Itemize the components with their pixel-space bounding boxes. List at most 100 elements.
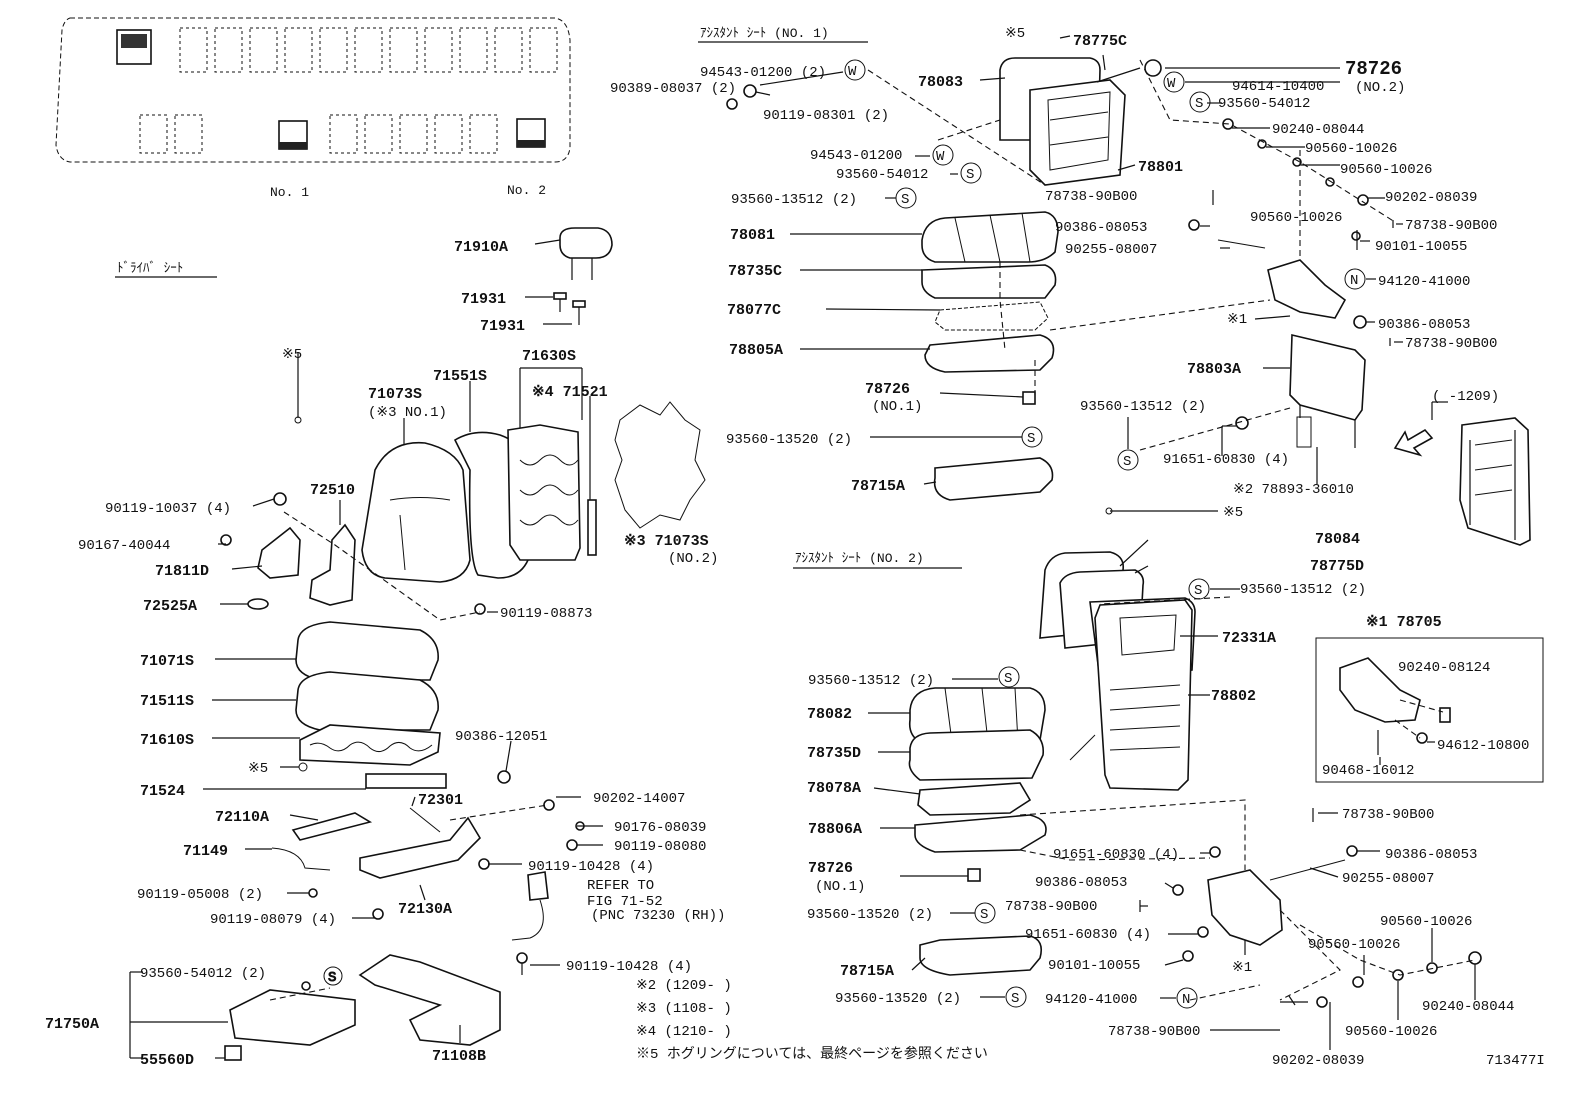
label-91651-60830-no2b: 91651-60830 (4) bbox=[1025, 927, 1151, 943]
label-71149: 71149 bbox=[183, 843, 228, 860]
label-93560-13520-no2: 93560-13520 (2) bbox=[807, 907, 933, 923]
label-78735D: 78735D bbox=[807, 745, 861, 762]
label-refer-pnc: (PNC 73230 (RH)) bbox=[591, 908, 725, 924]
label-72525A: 72525A bbox=[143, 598, 197, 615]
driver-seat-labels: 71910A 71931 71931 ※5 71630S 71551S 7107… bbox=[45, 239, 725, 1069]
label-71910A: 71910A bbox=[454, 239, 508, 256]
label-94612-10800: 94612-10800 bbox=[1437, 738, 1529, 754]
label-78726-no1: 78726 bbox=[865, 381, 910, 398]
label-78802: 78802 bbox=[1211, 688, 1256, 705]
diagram-id: 713477I bbox=[1486, 1053, 1545, 1069]
label-93560-13512-no2b: 93560-13512 (2) bbox=[808, 673, 934, 689]
label-93560-13512-no2: 93560-13512 (2) bbox=[1240, 582, 1366, 598]
label-71108B: 71108B bbox=[432, 1048, 486, 1065]
label-90202-08039-no1: 90202-08039 bbox=[1385, 190, 1477, 206]
label-90560-10026-b: 90560-10026 bbox=[1340, 162, 1432, 178]
label-90468-16012: 90468-16012 bbox=[1322, 763, 1414, 779]
label-94543-01200-2: 94543-01200 (2) bbox=[700, 65, 826, 81]
label-90101-10055-no2: 90101-10055 bbox=[1048, 958, 1140, 974]
label-78775D: 78775D bbox=[1310, 558, 1364, 575]
footnotes: ※2 (1209- ) ※3 (1108- ) ※4 (1210- ) ※5 ホ… bbox=[636, 978, 988, 1063]
label-72510: 72510 bbox=[310, 482, 355, 499]
label-90386-08053-b: 90386-08053 bbox=[1378, 317, 1470, 333]
note-4: ※4 (1210- ) bbox=[636, 1024, 732, 1040]
label-90240-08124: 90240-08124 bbox=[1398, 660, 1490, 676]
label-90560-10026-no2a: 90560-10026 bbox=[1380, 914, 1472, 930]
svg-text:W: W bbox=[848, 64, 857, 80]
label-note5-top: ※5 bbox=[282, 347, 302, 363]
label-93560-13520-no1: 93560-13520 (2) bbox=[726, 432, 852, 448]
label-78806A: 78806A bbox=[808, 821, 862, 838]
label-93560-54012-driver: 93560-54012 (2) bbox=[140, 966, 266, 982]
svg-text:N: N bbox=[1182, 992, 1190, 1008]
label-91651-60830-no2a: 91651-60830 (4) bbox=[1053, 847, 1179, 863]
label-90560-10026-no2c: 90560-10026 bbox=[1345, 1024, 1437, 1040]
label-72130A: 72130A bbox=[398, 901, 452, 918]
label-71750A: 71750A bbox=[45, 1016, 99, 1033]
label-78801: 78801 bbox=[1138, 159, 1183, 176]
label-78738-90B00-no2c: 78738-90B00 bbox=[1342, 807, 1434, 823]
svg-text:S: S bbox=[1004, 671, 1012, 687]
svg-text:S: S bbox=[901, 192, 909, 208]
label-71073S-no2: ※3 71073S bbox=[624, 533, 709, 550]
note-2: ※2 (1209- ) bbox=[636, 978, 732, 994]
label-94120-41000-no2: 94120-41000 bbox=[1045, 992, 1137, 1008]
note-3: ※3 (1108- ) bbox=[636, 1001, 732, 1017]
label-78803A: 78803A bbox=[1187, 361, 1241, 378]
label-93560-54012-no1: 93560-54012 bbox=[836, 167, 928, 183]
label-72110A: 72110A bbox=[215, 809, 269, 826]
svg-text:N: N bbox=[1350, 273, 1358, 289]
label-71511S: 71511S bbox=[140, 693, 194, 710]
label-78738-90B00-a: 78738-90B00 bbox=[1045, 189, 1137, 205]
label-93560-13512-b: 93560-13512 (2) bbox=[1080, 399, 1206, 415]
note-5: ※5 ホグリングについては、最終ページを参照ください bbox=[636, 1045, 988, 1063]
label-90119-08873: 90119-08873 bbox=[500, 606, 592, 622]
label-90119-10037: 90119-10037 (4) bbox=[105, 501, 231, 517]
svg-text:S: S bbox=[980, 907, 988, 923]
label-55560D: 55560D bbox=[140, 1052, 194, 1069]
label-94614-10400: 94614-10400 bbox=[1232, 79, 1324, 95]
label-inset-1209: ( -1209) bbox=[1432, 389, 1499, 405]
svg-text:W: W bbox=[936, 149, 945, 165]
label-94120-41000-no1: 94120-41000 bbox=[1378, 274, 1470, 290]
assistant-no1-header: ｱｼｽﾀﾝﾄ ｼｰﾄ (NO. 1) bbox=[700, 26, 829, 41]
assistant-no2-labels: 78084 78775D 93560-13512 (2) 72331A 7880… bbox=[807, 531, 1529, 1069]
label-90119-08301: 90119-08301 (2) bbox=[763, 108, 889, 124]
label-71931-b: 71931 bbox=[480, 318, 525, 335]
label-90389-08037: 90389-08037 (2) bbox=[610, 81, 736, 97]
driver-seat-header: ﾄﾞﾗｲﾊﾞ ｼｰﾄ bbox=[117, 261, 183, 276]
label-78715A-no2: 78715A bbox=[840, 963, 894, 980]
seat-no2-label: No. 2 bbox=[507, 183, 546, 198]
label-refer-fig: FIG 71-52 bbox=[587, 894, 663, 910]
label-93560-54012-hinge: 93560-54012 bbox=[1218, 96, 1310, 112]
assistant-no1-drawing: WWS SSS WSN bbox=[726, 35, 1531, 546]
label-94543-01200: 94543-01200 bbox=[810, 148, 902, 164]
label-78893-36010: ※2 78893-36010 bbox=[1233, 482, 1354, 498]
label-78084: 78084 bbox=[1315, 531, 1360, 548]
label-78078A: 78078A bbox=[807, 780, 861, 797]
svg-text:S: S bbox=[1123, 454, 1131, 470]
label-71521: ※4 71521 bbox=[532, 384, 608, 401]
label-71073S: 71073S bbox=[368, 386, 422, 403]
label-90386-12051: 90386-12051 bbox=[455, 729, 547, 745]
label-90240-08044-no1: 90240-08044 bbox=[1272, 122, 1364, 138]
label-90560-10026-c: 90560-10026 bbox=[1250, 210, 1342, 226]
label-71071S: 71071S bbox=[140, 653, 194, 670]
label-78083: 78083 bbox=[918, 74, 963, 91]
svg-text:S: S bbox=[1011, 991, 1019, 1007]
label-90202-14007: 90202-14007 bbox=[593, 791, 685, 807]
assistant-no2-header: ｱｼｽﾀﾝﾄ ｼｰﾄ (NO. 2) bbox=[795, 551, 924, 566]
driver-seat-drawing bbox=[129, 227, 706, 1061]
label-71811D: 71811D bbox=[155, 563, 209, 580]
label-91651-60830-no1: 91651-60830 (4) bbox=[1163, 452, 1289, 468]
assistant-no1-labels: ※5 78775C 78083 94543-01200 (2) 90389-08… bbox=[610, 26, 1499, 521]
label-90101-10055-no1: 90101-10055 bbox=[1375, 239, 1467, 255]
label-note5-mid: ※5 bbox=[248, 761, 268, 777]
label-78077C: 78077C bbox=[727, 302, 781, 319]
label-78738-90B00-no2a: 78738-90B00 bbox=[1005, 899, 1097, 915]
svg-text:S: S bbox=[1195, 96, 1203, 112]
label-90240-08044-no2: 90240-08044 bbox=[1422, 999, 1514, 1015]
label-90255-08007-no1: 90255-08007 bbox=[1065, 242, 1157, 258]
label-71931-a: 71931 bbox=[461, 291, 506, 308]
